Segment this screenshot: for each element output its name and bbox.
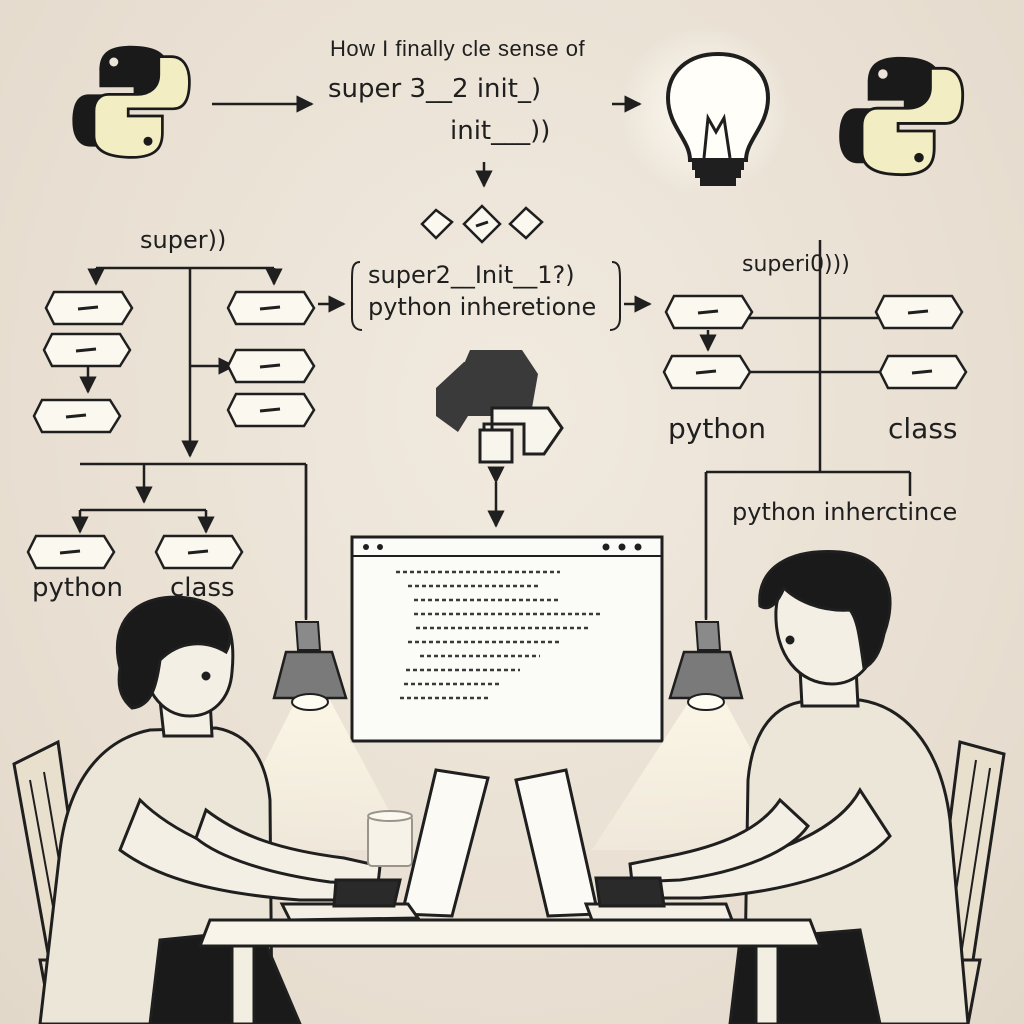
lightbulb-icon — [665, 51, 771, 186]
python-logo-icon-left — [71, 44, 191, 159]
right-node-python-label: python — [668, 412, 766, 445]
person-left — [38, 595, 382, 1024]
left-leaf-class-label: class — [170, 573, 235, 603]
laptop-icon-right — [514, 768, 735, 922]
laptop-icon-left — [279, 768, 490, 922]
python-logo-icon-center — [436, 350, 564, 464]
left-diagram-label: super)) — [140, 226, 227, 254]
right-node-class-label: class — [888, 412, 958, 445]
center-diamond-nodes — [420, 204, 544, 244]
mug-icon — [367, 810, 413, 867]
center-box-line-2: python inheretione — [368, 293, 597, 321]
right-nodes — [662, 294, 968, 390]
python-logo-icon-right — [837, 55, 965, 177]
lamp-icon-right — [668, 472, 744, 711]
right-diagram-label: superi0))) — [742, 252, 850, 277]
title-line-2: super 3__2 init_) — [328, 74, 542, 104]
left-nodes — [26, 290, 316, 570]
browser-window-icon — [350, 535, 664, 743]
right-footer-label: python inherctince — [732, 498, 958, 526]
left-leaf-python-label: python — [32, 573, 123, 603]
lamp-icon-left — [272, 464, 348, 711]
title-line-3: init___)) — [450, 116, 551, 146]
title-line-1: How I finally cle sense of — [330, 36, 586, 61]
center-box-line-1: super2__Init__1?) — [368, 261, 575, 289]
